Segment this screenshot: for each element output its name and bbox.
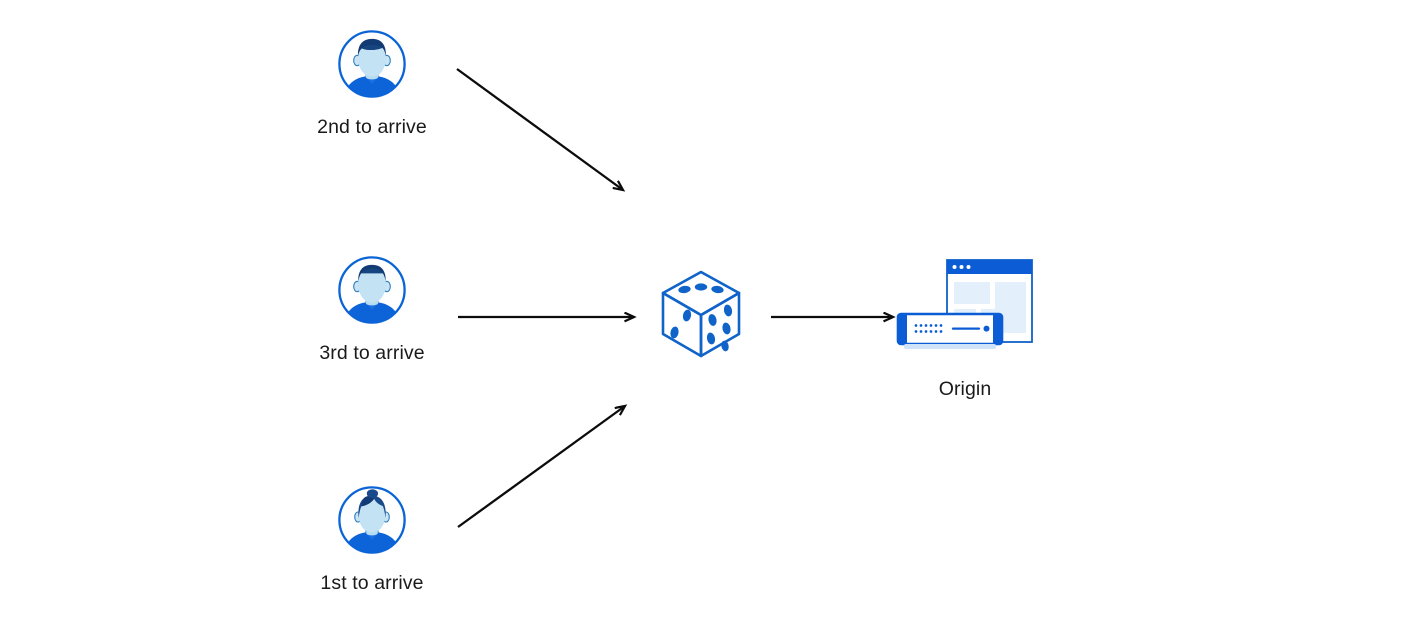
node-origin[interactable]: Origin [878, 256, 1052, 401]
user-avatar-icon [336, 254, 408, 326]
node-label-client-bottom: 1st to arrive [320, 572, 424, 594]
node-client-top[interactable]: 2nd to arrive [283, 28, 461, 139]
node-randomizer[interactable] [655, 266, 747, 362]
dice-icon [655, 266, 747, 362]
window-dot [952, 265, 957, 269]
arrow-client-top-to-dice [456, 68, 623, 190]
server-device-shape [896, 312, 1004, 349]
node-label-client-top: 2nd to arrive [317, 116, 427, 138]
node-label-origin: Origin [938, 378, 992, 400]
node-label-client-middle: 3rd to arrive [319, 342, 425, 364]
window-dot [966, 265, 971, 269]
server-browser-icon [895, 256, 1035, 362]
node-client-bottom[interactable]: 1st to arrive [283, 484, 461, 595]
window-dot [959, 265, 964, 269]
user-avatar-icon [336, 28, 408, 100]
node-client-middle[interactable]: 3rd to arrive [283, 254, 461, 365]
user-avatar-icon [336, 484, 408, 556]
arrow-client-bottom-to-dice [457, 406, 625, 528]
